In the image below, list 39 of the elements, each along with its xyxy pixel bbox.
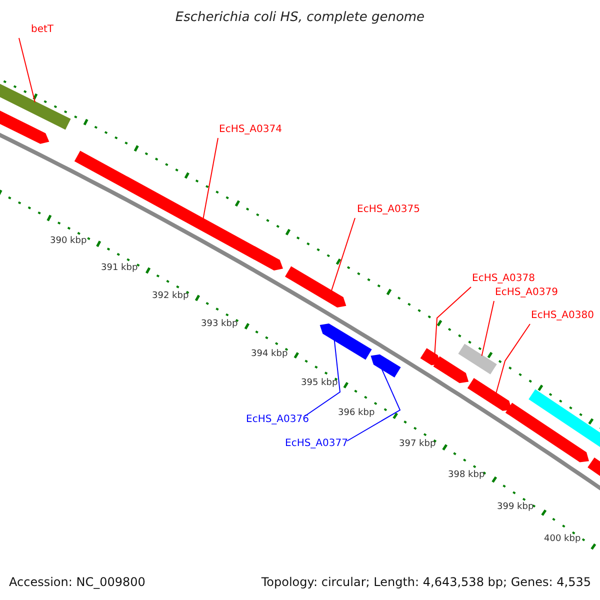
- leader-line: [496, 324, 530, 394]
- leader-line: [330, 218, 356, 292]
- scale-label: 391 kbp: [101, 264, 138, 273]
- scale-label: 390 kbp: [50, 237, 87, 246]
- gene-label: EcHS_A0377: [285, 439, 348, 449]
- gene-label: EcHS_A0376: [246, 415, 309, 425]
- gene-label: EcHS_A0380: [531, 311, 594, 321]
- footer-text: Accession: NC_009800: [9, 576, 146, 588]
- gene-label: EcHS_A0375: [357, 205, 420, 215]
- gene-feature: [433, 356, 469, 384]
- scale-label: 395 kbp: [301, 379, 338, 388]
- gene-label: betT: [31, 25, 54, 35]
- title: Escherichia coli HS, complete genome: [174, 11, 426, 24]
- scale-label: 397 kbp: [399, 440, 436, 449]
- gene-label: EcHS_A0378: [472, 274, 535, 284]
- scale-label: 399 kbp: [497, 503, 534, 512]
- gene-feature: [467, 378, 512, 411]
- scale-label: 396 kbp: [338, 409, 375, 418]
- gene-feature: [420, 348, 440, 366]
- gene-feature: [505, 402, 589, 462]
- leader-line: [304, 339, 341, 416]
- gene-label: EcHS_A0374: [219, 125, 282, 135]
- gene-feature: [285, 266, 346, 308]
- leader-line: [18, 38, 36, 103]
- scale-label: 398 kbp: [448, 471, 485, 480]
- leader-line: [481, 300, 494, 356]
- leader-line: [346, 368, 401, 442]
- leader-line: [202, 138, 218, 220]
- scale-label: 400 kbp: [544, 535, 581, 544]
- gene-bar: [458, 344, 497, 374]
- gene-feature: [370, 354, 401, 378]
- gene-feature: [320, 324, 372, 360]
- scale-label: 392 kbp: [152, 292, 189, 301]
- scale-label: 394 kbp: [251, 350, 288, 359]
- gene-bar: [0, 84, 71, 130]
- footer-text: Topology: circular; Length: 4,643,538 bp; Genes: 4,535: [261, 576, 591, 588]
- leader-line: [434, 286, 472, 355]
- scale-label: 393 kbp: [201, 320, 238, 329]
- gene-label: EcHS_A0379: [495, 288, 558, 298]
